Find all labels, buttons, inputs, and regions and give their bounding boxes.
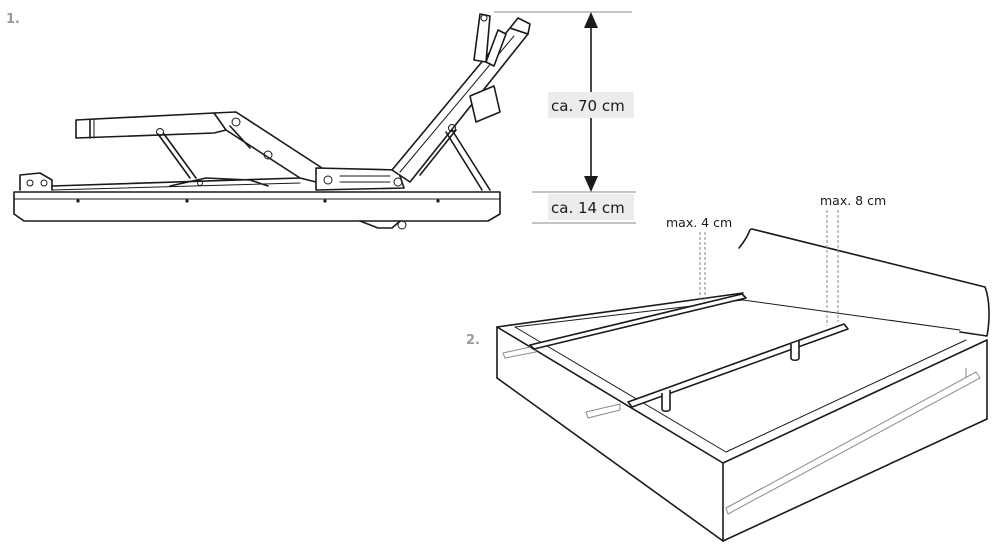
height-dimension: ca. 70 cm ca. 14 cm xyxy=(494,11,636,224)
dim-14-label-bg xyxy=(548,194,634,220)
head-tilt-plate xyxy=(473,13,491,63)
dim-8-label: max. 8 cm xyxy=(820,193,886,208)
support-dimensions: max. 4 cm max. 8 cm xyxy=(666,193,886,326)
head-tilt-arm xyxy=(485,29,507,67)
inner-rail-right xyxy=(725,371,981,515)
inner-rail-left-front xyxy=(585,403,621,419)
back-rest-frame xyxy=(391,27,529,183)
frame-deck-line-2 xyxy=(51,182,301,191)
bed-frame-icon xyxy=(13,13,531,230)
frame-deck-line xyxy=(51,175,321,187)
rim-left-front xyxy=(496,326,724,464)
rim-inner-head xyxy=(742,299,961,331)
rim-left-back xyxy=(496,292,744,328)
back-motor-housing xyxy=(469,85,501,123)
dim-arrow-down-icon xyxy=(584,176,598,192)
back-rear-strut xyxy=(451,129,491,191)
headboard xyxy=(738,228,990,337)
step-1-label: 1. xyxy=(6,12,20,27)
frame-base-rail xyxy=(13,191,501,222)
rim-inner-right xyxy=(725,339,967,453)
center-leg-front xyxy=(661,390,671,413)
frame-underside-bracket xyxy=(359,220,401,229)
rim-front-right xyxy=(722,339,988,464)
back-front-strut xyxy=(419,129,457,176)
wall-right-bottom xyxy=(722,418,988,542)
leg-support-strut xyxy=(157,133,191,179)
step-2-label: 2. xyxy=(466,333,480,348)
leg-rest-tube xyxy=(75,112,227,139)
back-rest-cap xyxy=(509,17,531,35)
center-leg-back xyxy=(790,341,800,362)
frame-foot-bracket xyxy=(19,172,53,191)
side-support-rail xyxy=(529,293,747,350)
dim-arrow-up-icon xyxy=(584,12,598,28)
dim-14-label: ca. 14 cm xyxy=(551,199,625,217)
dim-70-label: ca. 70 cm xyxy=(551,97,625,115)
knee-section-tube xyxy=(213,111,323,183)
frame-deck-plate xyxy=(169,177,269,187)
rim-inner-left xyxy=(514,326,727,453)
dim-70-label-bg xyxy=(548,92,634,118)
hip-section-box xyxy=(315,167,405,191)
inner-rail-left-back xyxy=(502,345,537,359)
dim-4-label: max. 4 cm xyxy=(666,215,732,230)
center-support-beam xyxy=(627,323,849,408)
wall-left-bottom xyxy=(496,377,724,542)
bed-base-icon xyxy=(496,228,990,542)
